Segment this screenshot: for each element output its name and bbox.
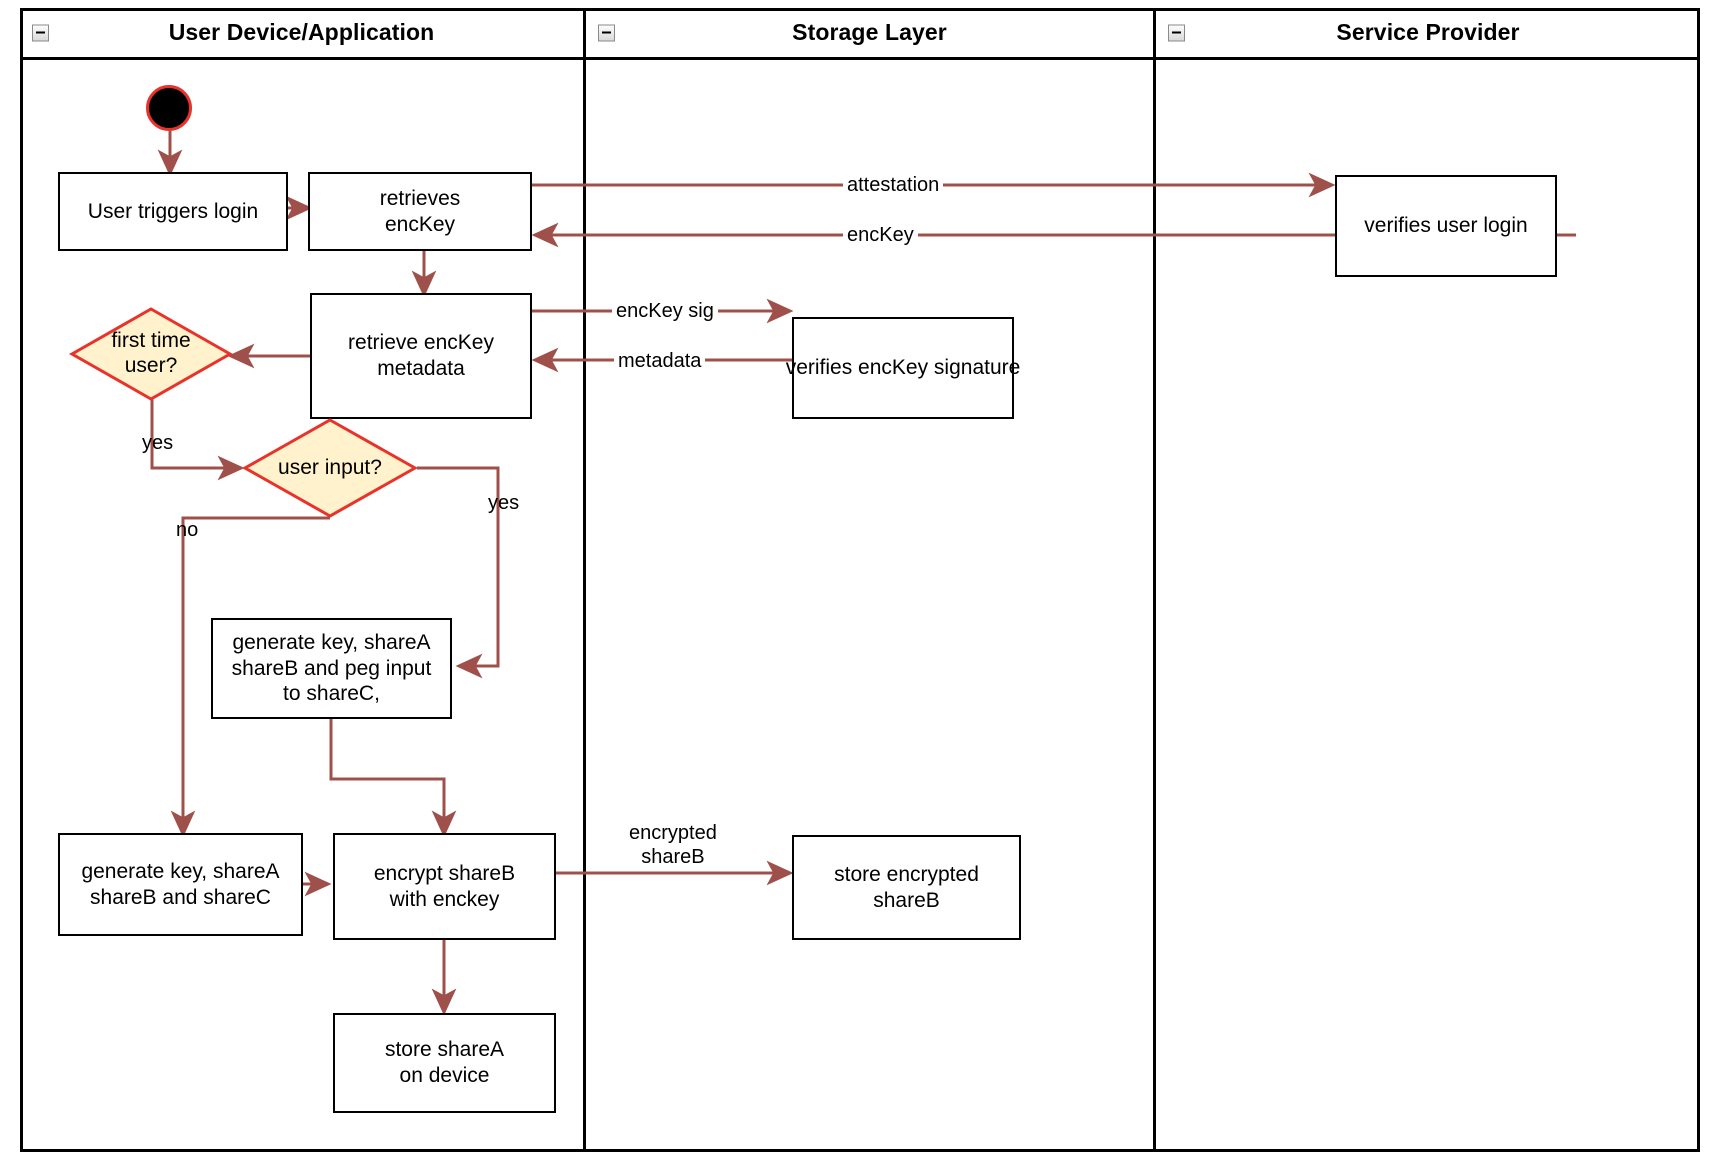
edge-label-attestation: attestation <box>843 174 944 198</box>
node-label: User triggers login <box>87 199 259 223</box>
edge-label-encrypted-shareb: encrypted shareB <box>625 822 721 870</box>
edge-label-metadata: metadata <box>614 350 706 374</box>
node-label: retrieves encKey <box>379 186 461 236</box>
lane-title-storage-layer: Storage Layer <box>792 19 947 45</box>
node-user-input[interactable]: user input? <box>241 418 419 518</box>
node-label: encrypt shareB with enckey <box>373 861 516 911</box>
node-label: store encrypted shareB <box>834 862 979 912</box>
node-verifies-enckey-signature[interactable]: verifies encKey signature <box>786 317 1020 419</box>
node-verifies-user-login[interactable]: verifies user login <box>1335 175 1557 277</box>
lane-header-service-provider[interactable]: Service Provider <box>1156 8 1700 60</box>
node-retrieve-enckey-metadata[interactable]: retrieve encKey metadata <box>310 293 532 419</box>
edge-label-yes-user-input: yes <box>488 492 520 514</box>
node-store-encrypted-shareb[interactable]: store encrypted shareB <box>792 835 1021 940</box>
lane-title-user-device: User Device/Application <box>168 19 435 45</box>
node-label: verifies encKey signature <box>785 356 1021 380</box>
node-label: generate key, shareA shareB and peg inpu… <box>231 631 432 706</box>
lane-divider-1 <box>583 8 586 1152</box>
minus-icon[interactable] <box>32 24 49 41</box>
lane-title-service-provider: Service Provider <box>1336 19 1520 45</box>
lane-header-user-device[interactable]: User Device/Application <box>20 8 583 60</box>
minus-icon[interactable] <box>1168 24 1185 41</box>
node-user-triggers-login[interactable]: User triggers login <box>58 172 288 251</box>
edge-label-enckey-sig: encKey sig <box>612 300 718 324</box>
node-label: first time user? <box>111 329 191 377</box>
node-encrypt-shareb[interactable]: encrypt shareB with enckey <box>333 833 556 940</box>
swimlane-frame <box>20 8 1700 1152</box>
node-first-time-user[interactable]: first time user? <box>68 307 234 401</box>
edge-label-yes-first-time: yes <box>142 432 174 454</box>
edge-label-enckey: encKey <box>843 224 918 248</box>
node-label: store shareA on device <box>384 1038 505 1087</box>
diamond-shape <box>241 418 419 518</box>
node-label: generate key, shareA shareB and shareC <box>81 859 280 909</box>
minus-icon[interactable] <box>598 24 615 41</box>
node-store-sharea[interactable]: store shareA on device <box>333 1013 556 1113</box>
node-generate-shares[interactable]: generate key, shareA shareB and shareC <box>58 833 303 936</box>
node-label: verifies user login <box>1364 214 1528 238</box>
lane-header-storage-layer[interactable]: Storage Layer <box>586 8 1153 60</box>
node-label: user input? <box>278 455 382 479</box>
node-retrieves-enckey[interactable]: retrieves encKey <box>308 172 532 251</box>
edge-label-no-user-input: no <box>176 519 199 541</box>
lane-divider-2 <box>1153 8 1156 1152</box>
node-label: retrieve encKey metadata <box>348 331 494 380</box>
initial-node[interactable] <box>146 85 192 131</box>
node-generate-peg-input[interactable]: generate key, shareA shareB and peg inpu… <box>211 618 452 719</box>
